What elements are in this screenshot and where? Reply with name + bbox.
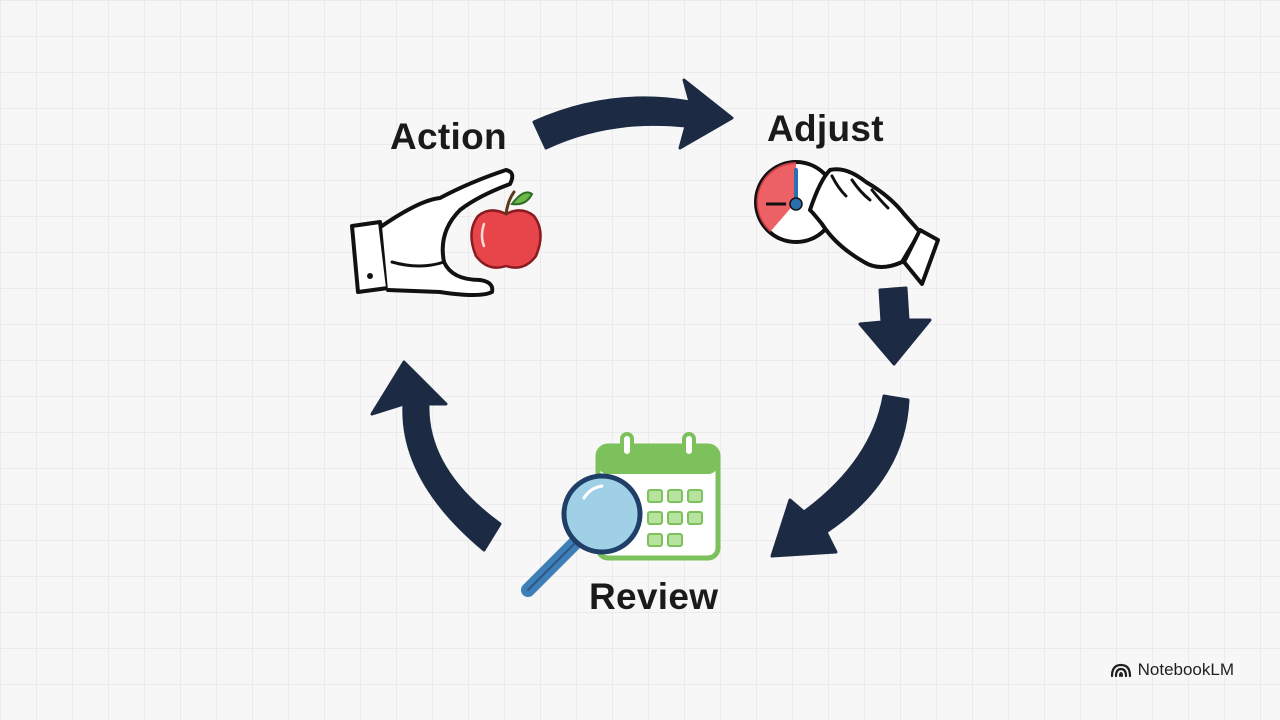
arrow-to-review [770, 394, 910, 558]
magnifier-calendar-icon [521, 432, 721, 597]
arrow-review-to-action [370, 360, 502, 552]
arrow-action-to-adjust [532, 78, 734, 150]
step-label-review: Review [589, 576, 719, 617]
arrow-adjust-down [858, 286, 932, 366]
notebooklm-logo-icon [1110, 663, 1131, 678]
hand-holding-apple-icon [350, 168, 542, 297]
step-label-adjust: Adjust [767, 108, 884, 149]
step-label-action: Action [390, 116, 507, 157]
notebooklm-branding: NotebookLM [1110, 660, 1234, 680]
hand-turning-dial-icon [754, 160, 940, 286]
brand-name: NotebookLM [1137, 660, 1234, 679]
